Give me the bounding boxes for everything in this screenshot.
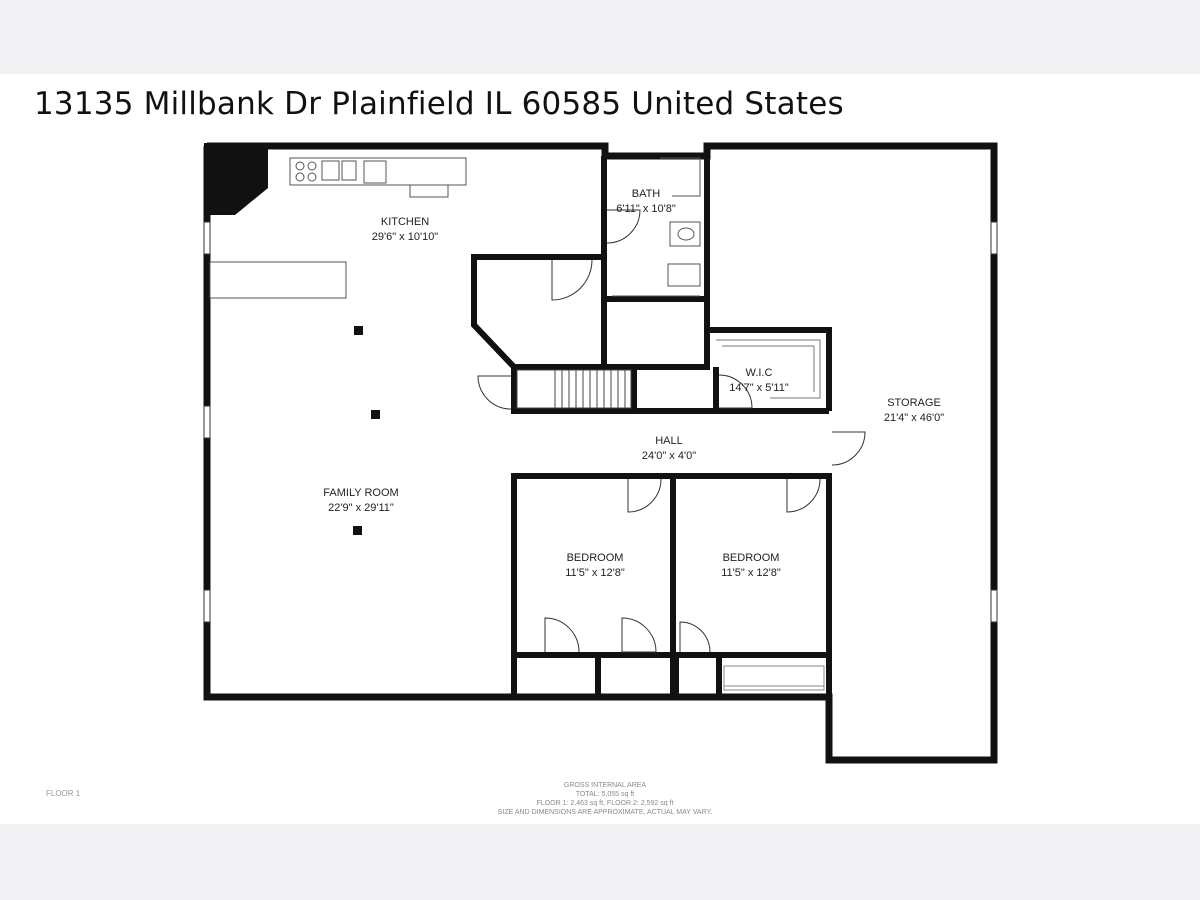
bath-label: BATH <box>632 188 661 200</box>
kitchen-label: KITCHEN <box>381 216 429 228</box>
bedroom-1-dims: 11'5" x 12'8" <box>565 567 625 579</box>
staircase <box>516 369 632 409</box>
outer-walls <box>203 142 998 764</box>
hall-label: HALL <box>655 435 683 447</box>
area-disclaimer: SIZE AND DIMENSIONS ARE APPROXIMATE, ACT… <box>497 809 713 816</box>
area-total: TOTAL: 5,055 sq ft <box>575 791 635 798</box>
doors <box>477 209 866 653</box>
bottom-band <box>0 824 1200 900</box>
closet-shelf <box>723 665 825 691</box>
wic-shelving <box>716 339 821 399</box>
hall-dims: 24'0" x 4'0" <box>642 450 696 462</box>
area-title: GROSS INTERNAL AREA <box>563 782 647 789</box>
storage-label: STORAGE <box>887 397 941 409</box>
bath-fixtures <box>612 157 701 297</box>
wic-label: W.I.C <box>746 367 773 379</box>
bath-dims: 6'11" x 10'8" <box>616 203 676 215</box>
bedroom-1-label: BEDROOM <box>567 552 624 564</box>
family-room-dims: 22'9" x 29'11" <box>328 502 394 514</box>
wic-dims: 14'7" x 5'11" <box>729 382 789 394</box>
bedroom-2-dims: 11'5" x 12'8" <box>721 567 781 579</box>
property-address: 13135 Millbank Dr Plainfield IL 60585 Un… <box>34 86 844 122</box>
room-labels: KITCHEN 29'6" x 10'10" BATH 6'11" x 10'8… <box>323 188 944 579</box>
gross-area-block: GROSS INTERNAL AREA TOTAL: 5,055 sq ft F… <box>420 781 790 817</box>
columns <box>353 326 380 535</box>
bedroom-2-label: BEDROOM <box>723 552 780 564</box>
area-floors: FLOOR 1: 2,463 sq ft, FLOOR 2: 2,592 sq … <box>536 800 674 807</box>
family-room-label: FAMILY ROOM <box>323 487 398 499</box>
kitchen-counter <box>209 157 467 299</box>
structural-corner <box>204 143 268 215</box>
windows <box>203 221 998 623</box>
storage-dims: 21'4" x 46'0" <box>884 412 944 424</box>
kitchen-dims: 29'6" x 10'10" <box>372 231 439 243</box>
floor-label: FLOOR 1 <box>46 789 81 798</box>
interior-walls <box>471 150 832 760</box>
top-band <box>0 0 1200 74</box>
